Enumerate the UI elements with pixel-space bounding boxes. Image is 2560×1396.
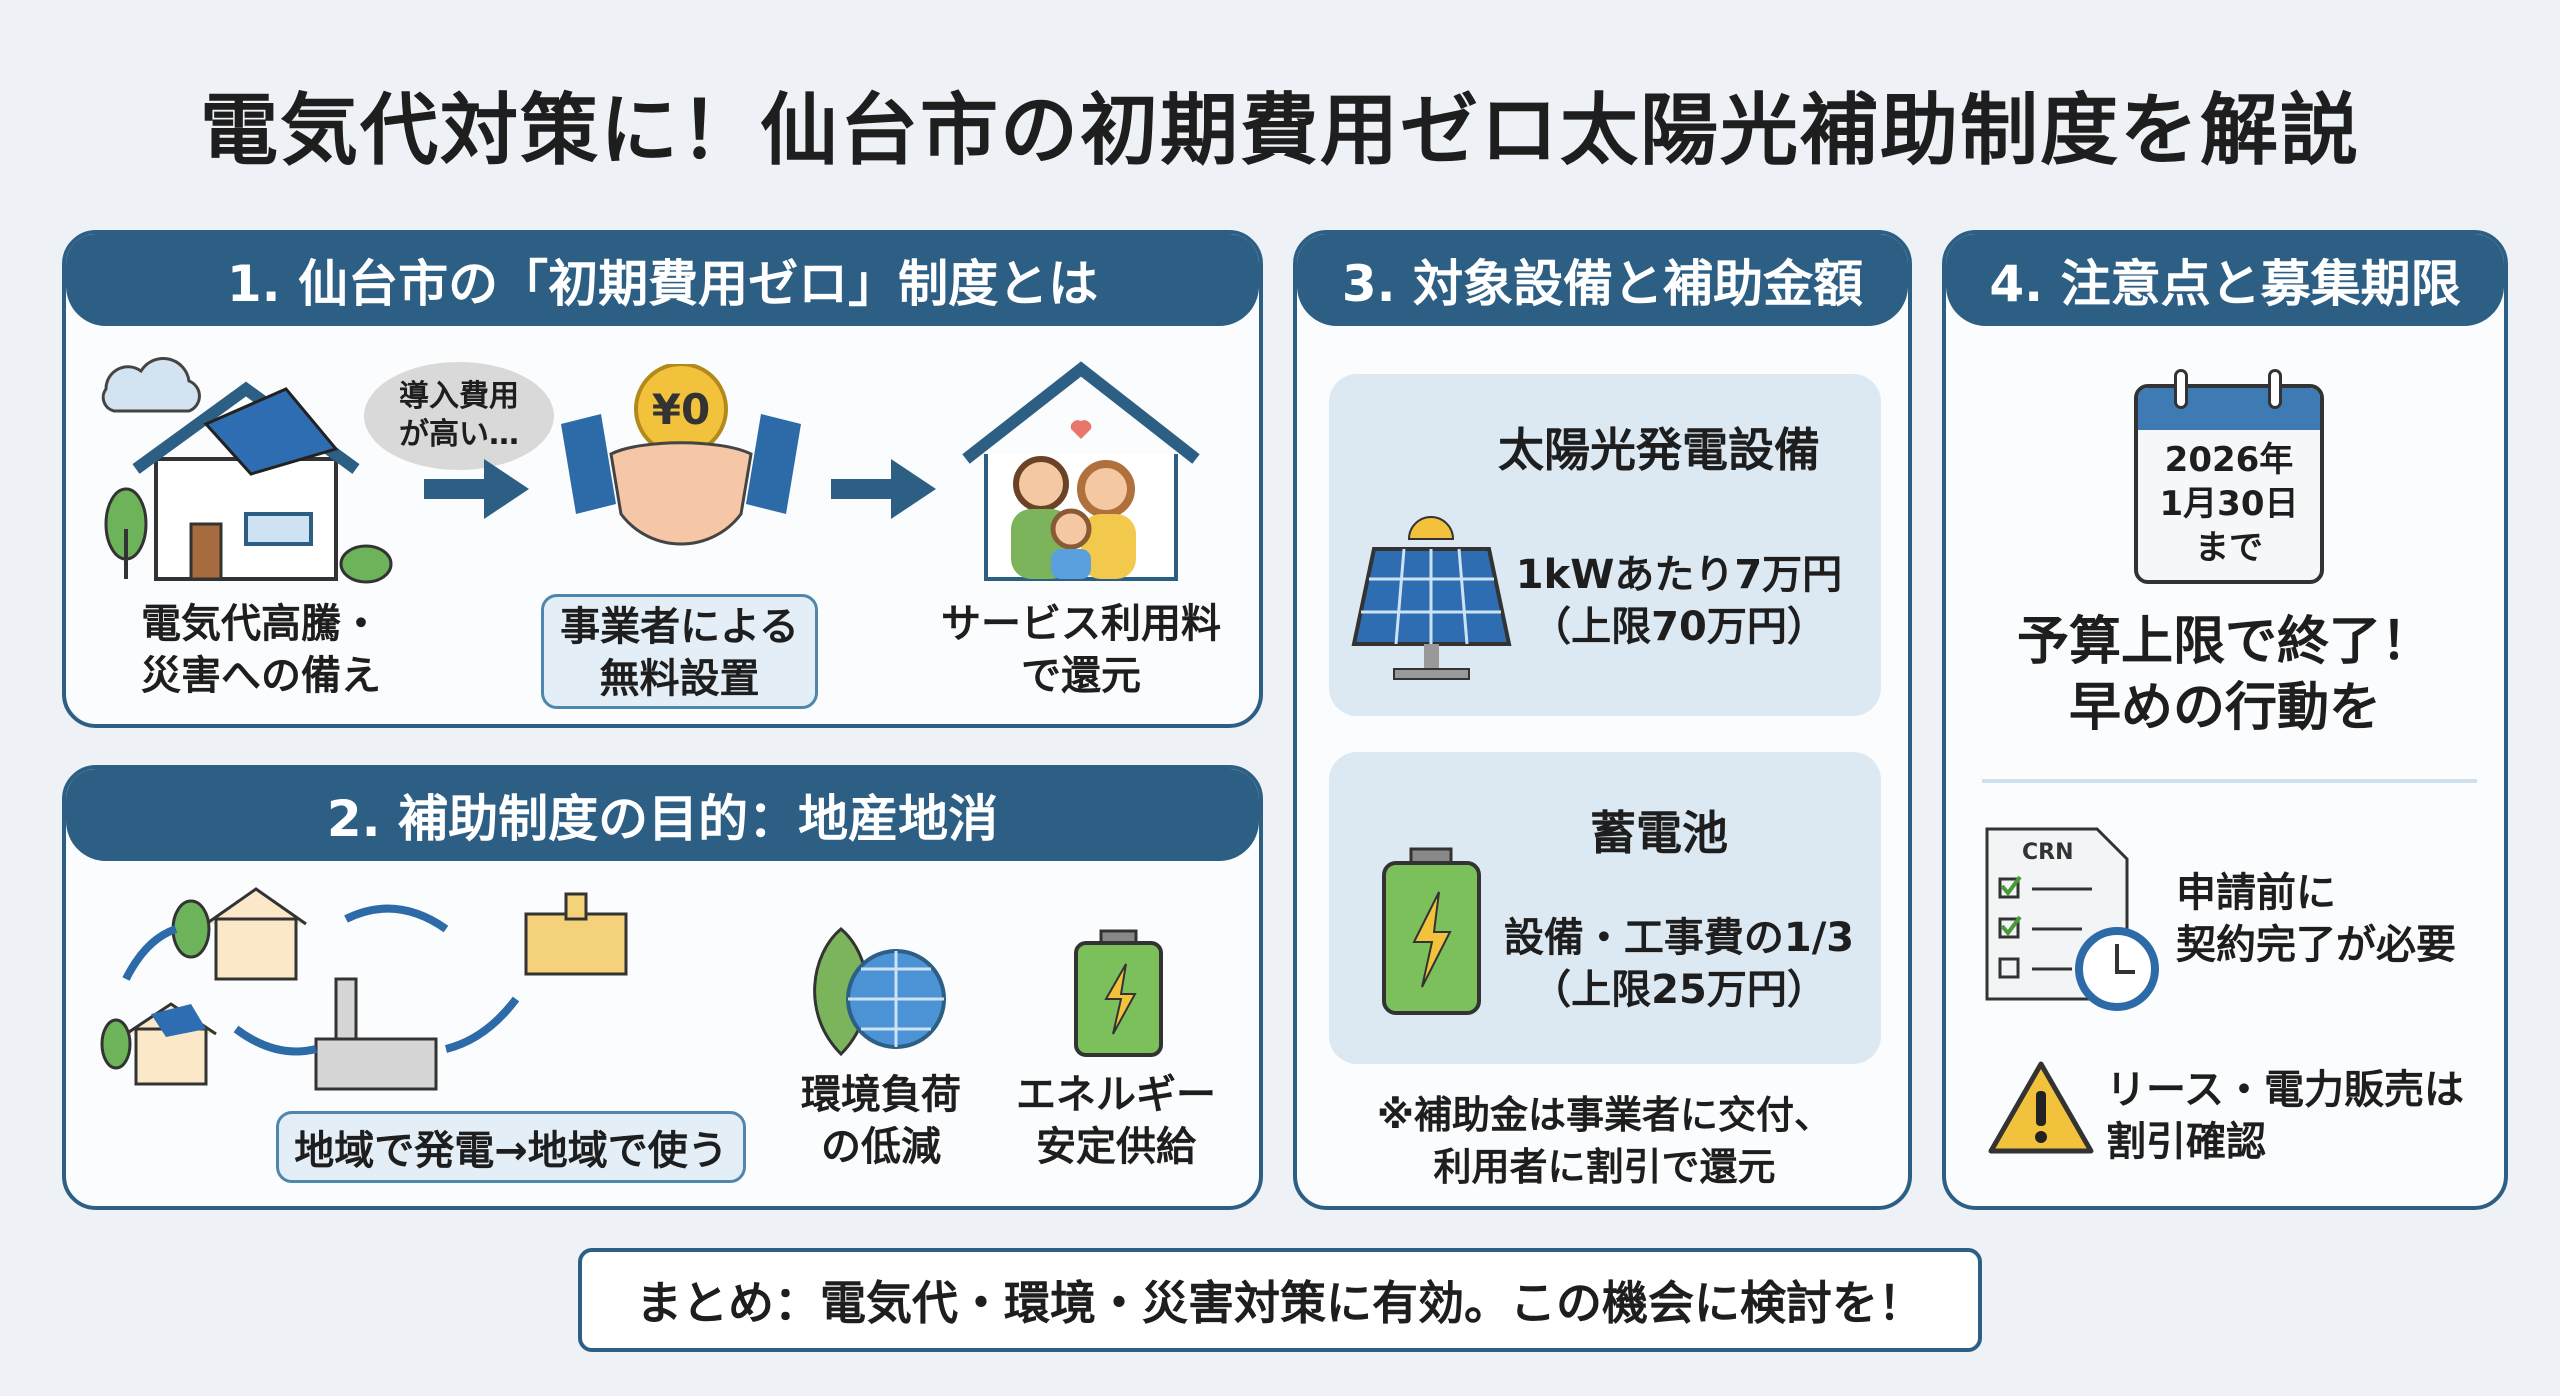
local-energy-cycle-diagram (100, 887, 628, 1091)
local-cycle-label: 地域で発電→地域で使う (294, 1128, 728, 1174)
battery-title: 蓄電池 (1590, 806, 1728, 860)
family-house-icon (962, 361, 1200, 581)
step-label-rising-costs: 電気代高騰・ 災害への備え (141, 601, 381, 699)
step-label-free-installation: 事業者による 無料設置 (560, 604, 799, 702)
coin-label: ¥0 (652, 385, 710, 434)
calendar-ring (2268, 369, 2282, 409)
stable-supply-label: エネルギー 安定供給 (1016, 1072, 1216, 1170)
checklist-clock-icon: CRN (1985, 827, 2159, 1011)
environment-label: 環境負荷 の低減 (801, 1072, 961, 1170)
panel-eligible-equipment: 3. 対象設備と補助金額 太陽光発電設備 1kWあたり7万円 （上限70万円） … (1293, 230, 1912, 1210)
subsidy-note: ※補助金は事業者に交付、 利用者に割引で還元 (1377, 1093, 1832, 1189)
summary-banner: まとめ：電気代・環境・災害対策に有効。この機会に検討を！ (578, 1248, 1982, 1352)
local-cycle-label-box: 地域で発電→地域で使う (276, 1111, 746, 1183)
solar-subsidy-card: 太陽光発電設備 1kWあたり7万円 （上限70万円） (1329, 374, 1881, 716)
panel-header: 1. 仙台市の「初期費用ゼロ」制度とは (66, 234, 1259, 326)
calendar-ring (2174, 369, 2188, 409)
panel-notes-deadline: 4. 注意点と募集期限 2026年 1月30日 まで 予算上限で終了！ 早めの行… (1942, 230, 2508, 1210)
doc-label: CRN (2022, 840, 2074, 865)
free-installation-box: 事業者による 無料設置 (541, 594, 818, 709)
battery-icon (1074, 929, 1163, 1057)
contract-note: 申請前に 契約完了が必要 (2176, 870, 2456, 968)
budget-warning: 予算上限で終了！ 早めの行動を (2016, 612, 2433, 738)
speech-bubble: 導入費用 が高い… (364, 362, 554, 470)
solar-house-icon (101, 357, 393, 584)
battery-subsidy-card: 蓄電池 設備・工事費の1/3 （上限25万円） (1329, 752, 1881, 1064)
step-label-service-fee: サービス利用料 で還元 (941, 601, 1221, 699)
calendar-icon: 2026年 1月30日 まで (2134, 384, 2324, 584)
leaf-globe-icon (813, 927, 946, 1057)
solar-title: 太陽光発電設備 (1498, 423, 1820, 477)
panel-header: 3. 対象設備と補助金額 (1297, 234, 1908, 326)
panel-zero-cost-system: 1. 仙台市の「初期費用ゼロ」制度とは 導入費用 が高い… ¥0 電気代高騰・ … (62, 230, 1263, 728)
divider (1982, 779, 2477, 783)
arrow-right-icon (831, 459, 936, 519)
panel-local-production: 2. 補助制度の目的：地産地消 地域で発電→地域で使う 環境負荷 の低減 エネル… (62, 765, 1263, 1210)
warning-icon (1988, 1061, 2094, 1154)
summary-text: まとめ：電気代・環境・災害対策に有効。この機会に検討を！ (636, 1276, 1924, 1330)
solar-panel-icon (1351, 516, 1512, 680)
battery-icon (1382, 847, 1481, 1015)
battery-amount: 設備・工事費の1/3 （上限25万円） (1503, 915, 1855, 1013)
panel-header: 2. 補助制度の目的：地産地消 (66, 769, 1259, 861)
handshake-coin-icon: ¥0 (561, 364, 801, 546)
panel-header: 4. 注意点と募集期限 (1946, 234, 2504, 326)
lease-note: リース・電力販売は 割引確認 (2106, 1067, 2464, 1165)
page-title: 電気代対策に！仙台市の初期費用ゼロ太陽光補助制度を解説 (199, 86, 2360, 176)
arrow-right-icon (424, 459, 529, 519)
deadline-date: 2026年 1月30日 まで (2159, 440, 2299, 568)
solar-amount: 1kWあたり7万円 （上限70万円） (1515, 552, 1843, 650)
